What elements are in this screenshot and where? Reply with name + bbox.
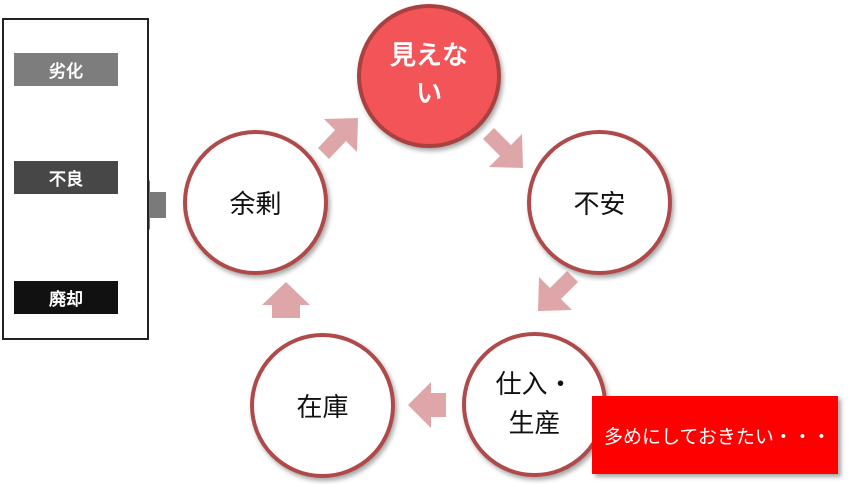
node-inventory: 在庫 [250,333,395,478]
node-procurement-line2: 生産 [508,408,561,439]
node-anxiety: 不安 [527,130,672,275]
node-inventory-label: 在庫 [296,393,349,423]
degradation-legend-box: 劣化 不良 廃却 [2,18,149,340]
node-procurement-line1: 仕入・ [495,369,574,400]
arrow-hero-to-anxiety [483,128,523,168]
node-invisible-line1: 見えな [389,41,468,72]
arrow-inventory-to-surplus [262,282,310,318]
legend-step-defect: 不良 [14,161,118,194]
node-invisible-line2: い [415,79,442,109]
arrow-anxiety-to-procurement [538,271,578,311]
legend-step-deterioration: 劣化 [14,53,118,86]
callout-want-more: 多めにしておきたい・・・ [592,396,838,474]
callout-text: 多めにしておきたい・・・ [604,425,831,448]
arrow-procurement-to-inventory [408,382,446,428]
legend-step-disposal: 廃却 [14,281,118,314]
node-anxiety-label: 不安 [573,190,626,220]
node-procurement: 仕入・ 生産 [462,332,607,477]
node-invisible: 見えな い [357,4,501,148]
node-surplus: 余剰 [183,130,328,275]
arrow-surplus-to-hero [318,118,358,159]
node-surplus-label: 余剰 [229,190,282,220]
